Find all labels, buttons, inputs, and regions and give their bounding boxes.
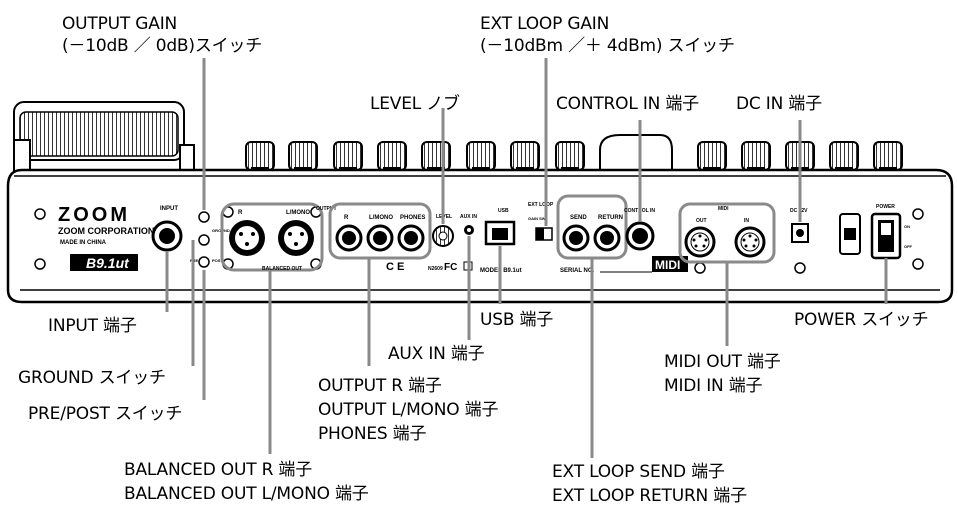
- ext-loop-return-jack[interactable]: [595, 226, 619, 250]
- ground-switch[interactable]: [199, 235, 209, 245]
- pre-post-switch[interactable]: [199, 257, 209, 267]
- power-switch-label: POWER スイッチ: [794, 310, 928, 330]
- svg-text:R: R: [344, 215, 349, 221]
- output-gain-switch[interactable]: [199, 212, 209, 222]
- balanced-r-label: BALANCED OUT R 端子: [124, 460, 312, 480]
- phones-jack[interactable]: [399, 226, 423, 250]
- ext-loop-send-jack[interactable]: [564, 226, 588, 250]
- svg-text:C E: C E: [386, 261, 404, 273]
- svg-text:MIDI: MIDI: [655, 258, 680, 272]
- midi-out-label: MIDI OUT 端子: [664, 352, 781, 372]
- svg-text:GAIN SW: GAIN SW: [528, 216, 546, 221]
- svg-text:PHONES: PHONES: [400, 215, 425, 221]
- ext-loop-gain-switch[interactable]: [536, 228, 552, 240]
- ext-loop-gain-range: (－10dBm ／＋ 4dBm) スイッチ: [480, 36, 735, 56]
- svg-text:RETURN: RETURN: [598, 215, 623, 221]
- rear-panel: [8, 170, 952, 302]
- svg-text:IN: IN: [744, 218, 749, 224]
- svg-text:AUX IN: AUX IN: [460, 214, 477, 220]
- usb-label: USB 端子: [480, 310, 553, 330]
- svg-text:ON: ON: [904, 224, 910, 229]
- dc-in-label: DC IN 端子: [736, 94, 822, 114]
- svg-text:POWER: POWER: [876, 204, 895, 210]
- svg-text:SEND: SEND: [570, 215, 587, 221]
- svg-text:ZOOM: ZOOM: [58, 204, 130, 226]
- ext-loop-gain-title: EXT LOOP GAIN: [480, 14, 609, 34]
- svg-text:MADE IN CHINA: MADE IN CHINA: [60, 240, 107, 246]
- aux-in-label: AUX IN 端子: [388, 344, 484, 364]
- output-r-label: OUTPUT R 端子: [318, 376, 442, 396]
- output-l-jack[interactable]: [368, 226, 392, 250]
- control-in-label: CONTROL IN 端子: [556, 94, 699, 114]
- input-label: INPUT 端子: [48, 316, 137, 336]
- svg-text:FC: FC: [444, 262, 457, 273]
- svg-text:R: R: [238, 210, 243, 216]
- svg-text:SERIAL NO.: SERIAL NO.: [560, 268, 595, 274]
- output-gain-range: (－10dB ／ 0dB)スイッチ: [62, 36, 262, 56]
- svg-text:MIDI: MIDI: [718, 206, 729, 212]
- output-l-label: OUTPUT L/MONO 端子: [318, 400, 498, 420]
- midi-in-label: MIDI IN 端子: [664, 376, 762, 396]
- level-knob-label: LEVEL ノブ: [370, 94, 460, 114]
- pre-post-label: PRE/POST スイッチ: [28, 404, 182, 424]
- svg-text:INPUT: INPUT: [160, 206, 178, 212]
- ext-loop-return-label: EXT LOOP RETURN 端子: [552, 486, 747, 506]
- balanced-out-r-jack[interactable]: [229, 220, 265, 256]
- svg-text:OUT: OUT: [696, 218, 707, 224]
- balanced-out-l-jack[interactable]: [278, 220, 314, 256]
- svg-text:EXT LOOP: EXT LOOP: [528, 202, 554, 208]
- svg-text:B9.1ut: B9.1ut: [86, 255, 130, 271]
- svg-text:OFF: OFF: [904, 244, 913, 249]
- output-gain-title: OUTPUT GAIN: [62, 14, 177, 34]
- ext-loop-send-label: EXT LOOP SEND 端子: [552, 462, 725, 482]
- svg-text:ZOOM CORPORATION: ZOOM CORPORATION: [58, 226, 154, 236]
- svg-text:USB: USB: [498, 208, 509, 214]
- top-knobs: [246, 142, 902, 173]
- output-r-jack[interactable]: [337, 226, 361, 250]
- balanced-l-label: BALANCED OUT L/MONO 端子: [124, 484, 369, 504]
- cable-hook: [840, 214, 860, 254]
- midi-out-jack[interactable]: [686, 228, 714, 256]
- svg-text:BALANCED OUT: BALANCED OUT: [262, 266, 302, 272]
- phones-label: PHONES 端子: [318, 424, 426, 444]
- ground-label: GROUND スイッチ: [18, 368, 166, 388]
- svg-text:N2609: N2609: [428, 266, 443, 272]
- svg-text:L/MONO: L/MONO: [286, 210, 310, 216]
- midi-in-jack[interactable]: [736, 228, 764, 256]
- svg-text:L/MONO: L/MONO: [369, 215, 393, 221]
